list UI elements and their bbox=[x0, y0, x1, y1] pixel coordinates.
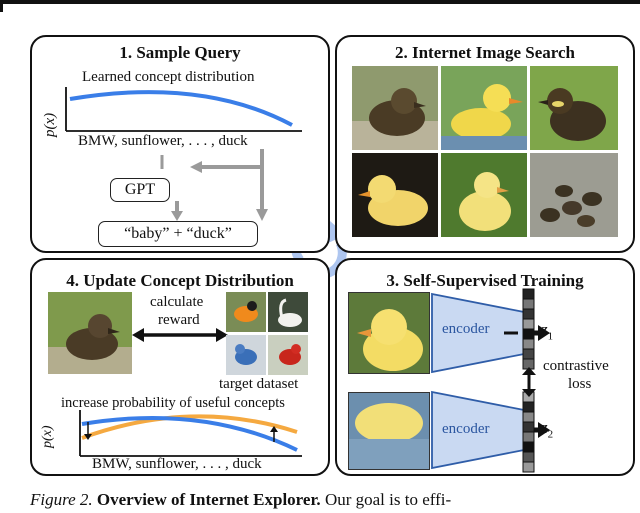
reward-label-line2: reward bbox=[158, 312, 200, 328]
encoder-bottom-label: encoder bbox=[442, 421, 490, 437]
concept-curve bbox=[69, 90, 293, 127]
z1-label: z1 bbox=[541, 320, 554, 343]
selected-duckling-image bbox=[48, 292, 132, 374]
reward-double-arrow bbox=[132, 328, 228, 342]
top-rule bbox=[0, 0, 640, 4]
search-image-1 bbox=[352, 66, 438, 150]
contrastive-loss-line1: contrastive bbox=[543, 358, 609, 374]
encoders-diagram bbox=[431, 292, 550, 470]
augmented-view-2 bbox=[348, 392, 430, 470]
target-image-oriole bbox=[226, 292, 266, 332]
augmented-view-1 bbox=[348, 292, 430, 374]
y-axis-label: p(x) bbox=[42, 112, 58, 137]
target-image-cardinal bbox=[268, 335, 308, 375]
target-dataset-label: target dataset bbox=[219, 376, 299, 392]
search-image-2 bbox=[441, 66, 527, 150]
search-image-6 bbox=[530, 153, 618, 237]
target-image-swan bbox=[268, 292, 308, 332]
search-image-4 bbox=[352, 153, 438, 237]
contrastive-double-arrow-icon bbox=[522, 367, 536, 397]
caption-figure-number: Figure 2. bbox=[30, 490, 93, 509]
encoder-top-label: encoder bbox=[442, 321, 490, 337]
target-image-bluejay bbox=[226, 335, 266, 375]
updated-distribution-plot bbox=[79, 410, 302, 457]
caption-title: Overview of Internet Explorer. bbox=[96, 490, 321, 509]
increase-probability-label: increase probability of useful concepts bbox=[61, 395, 285, 411]
decrease-arrow-icon bbox=[84, 434, 92, 440]
query-box: “baby” + “duck” bbox=[98, 221, 258, 247]
figure-caption: Figure 2. Overview of Internet Explorer.… bbox=[30, 490, 451, 510]
concept-axis-labels: BMW, sunflower, . . . , duck bbox=[78, 133, 248, 149]
search-image-3 bbox=[530, 66, 618, 150]
distribution-label: Learned concept distribution bbox=[82, 69, 255, 85]
increase-arrow-icon bbox=[270, 426, 278, 432]
panel-title: 4. Update Concept Distribution bbox=[66, 271, 294, 290]
z2-label: z2 bbox=[541, 418, 554, 441]
caption-text: Our goal is to effi- bbox=[324, 490, 452, 509]
panel-title: 3. Self-Supervised Training bbox=[386, 271, 584, 290]
reward-label-line1: calculate bbox=[150, 294, 204, 310]
distribution-plot bbox=[65, 87, 302, 132]
search-image-5 bbox=[441, 153, 527, 237]
gpt-box: GPT bbox=[110, 178, 170, 202]
y-axis-label: p(x) bbox=[40, 425, 55, 448]
panel-title: 2. Internet Image Search bbox=[394, 43, 576, 62]
panel-title: 1. Sample Query bbox=[119, 43, 241, 62]
embedding-vectors bbox=[522, 288, 535, 473]
contrastive-loss-line2: loss bbox=[568, 376, 592, 392]
updated-curve bbox=[81, 414, 298, 440]
concept-axis-labels: BMW, sunflower, . . . , duck bbox=[92, 456, 262, 472]
panel-sample-query: 1. Sample Query Learned concept distribu… bbox=[30, 35, 330, 253]
query-arrows bbox=[160, 149, 268, 221]
embed-arrow-top-icon bbox=[538, 325, 550, 341]
embed-arrow-bottom-icon bbox=[538, 422, 550, 438]
top-rule-tick bbox=[0, 0, 3, 12]
